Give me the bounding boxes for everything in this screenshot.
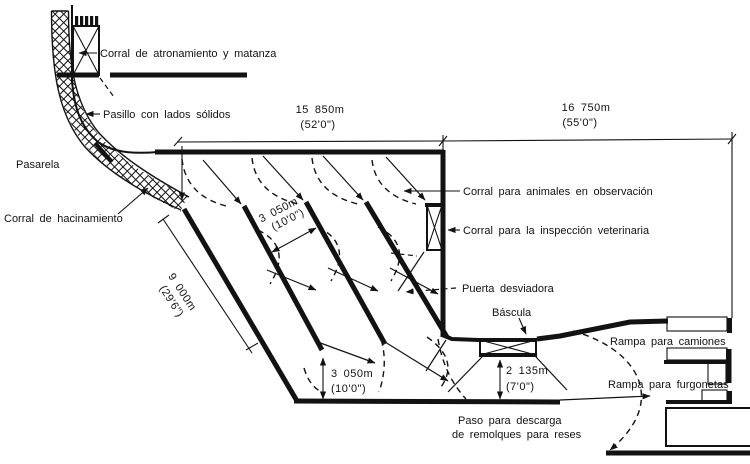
label-pasillo-text: Pasillo con lados sólidos xyxy=(103,109,231,121)
label-hacinamiento: Corral de hacinamiento xyxy=(4,187,149,225)
label-camiones-text: Rampa para camiones xyxy=(610,336,726,348)
dimension-9000: 9 000m (29'6") xyxy=(157,214,259,354)
gate-swing-arcs xyxy=(181,157,643,451)
dim-outlet-m: 3 050m xyxy=(331,368,373,380)
catwalk-crossing xyxy=(93,141,114,164)
label-bascula-text: Báscula xyxy=(492,307,532,319)
label-hacinamiento-text: Corral de hacinamiento xyxy=(4,213,123,225)
label-puerta: Puerta desviadora xyxy=(390,252,555,295)
dim-15850-m: 15 850m xyxy=(296,104,345,116)
stunning-corral xyxy=(57,16,247,98)
label-paso: Paso para descarga de remolques para res… xyxy=(452,415,582,441)
dimension-15850: 15 850m (52'0") xyxy=(173,104,448,201)
label-pasarela-text: Pasarela xyxy=(16,159,60,171)
label-observacion: Corral para animales en observación xyxy=(403,186,653,198)
truck-ramp xyxy=(664,316,732,385)
label-furgonetas-text: Rampa para furgonetas xyxy=(608,379,729,391)
van-ramp xyxy=(666,389,732,404)
label-atronamiento-text: Corral de atronamiento y matanza xyxy=(100,48,277,60)
pen-dividers xyxy=(241,200,450,352)
dim-16750-ft: (55'0") xyxy=(562,117,597,129)
label-bascula: Báscula xyxy=(492,307,532,335)
label-camiones: Rampa para camiones xyxy=(610,336,726,348)
chute-inner-wall xyxy=(71,5,159,154)
label-inspeccion: Corral para la inspección veterinaria xyxy=(447,225,650,237)
inspection-box xyxy=(425,203,443,251)
scale-box xyxy=(441,318,669,357)
label-paso-line2: de remolques para reses xyxy=(452,429,582,441)
dimension-scale-passage: 2 135m (7'0") xyxy=(496,359,548,400)
label-observacion-text: Corral para animales en observación xyxy=(463,186,653,198)
label-pasarela: Pasarela xyxy=(16,159,60,171)
dim-16750-m: 16 750m xyxy=(562,102,611,114)
dimension-16750: 16 750m (55'0") xyxy=(442,102,737,318)
label-puerta-text: Puerta desviadora xyxy=(462,283,555,295)
dim-2135-m: 2 135m xyxy=(506,365,548,377)
dim-outlet-ft: (10'0") xyxy=(331,383,366,395)
label-furgonetas: Rampa para furgonetas xyxy=(608,379,729,391)
label-inspeccion-text: Corral para la inspección veterinaria xyxy=(463,225,650,237)
dim-2135-ft: (7'0") xyxy=(506,381,535,393)
label-paso-line1: Paso para descarga xyxy=(458,415,562,427)
label-atronamiento: Corral de atronamiento y matanza xyxy=(78,48,277,60)
label-pasillo: Pasillo con lados sólidos xyxy=(85,109,231,121)
dimension-outlet: 3 050m (10'0") xyxy=(319,357,373,400)
unloading-dock xyxy=(606,407,750,456)
dim-15850-ft: (52'0") xyxy=(300,119,335,131)
